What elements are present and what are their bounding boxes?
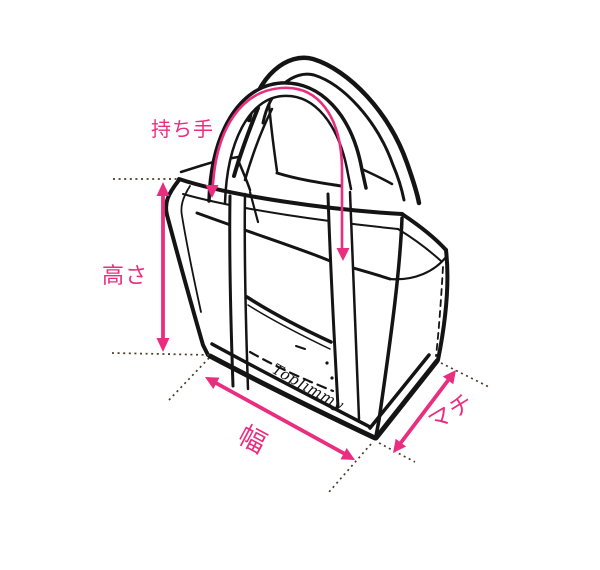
gusset-arrow bbox=[393, 370, 456, 453]
handle-label: 持ち手 bbox=[151, 119, 214, 141]
stitch-marks bbox=[295, 266, 444, 380]
handle-arrow bbox=[205, 86, 350, 261]
height-label: 高さ bbox=[102, 263, 149, 288]
handle-straps bbox=[228, 190, 361, 421]
height-arrow bbox=[156, 182, 170, 352]
bottom-band bbox=[207, 342, 440, 441]
back-handle bbox=[232, 55, 422, 206]
rim-front-edge bbox=[177, 177, 448, 252]
dotted-guide-lines bbox=[111, 178, 490, 493]
front-pocket bbox=[245, 295, 335, 393]
bag-body-outline bbox=[164, 178, 450, 438]
width-arrow bbox=[205, 377, 355, 460]
